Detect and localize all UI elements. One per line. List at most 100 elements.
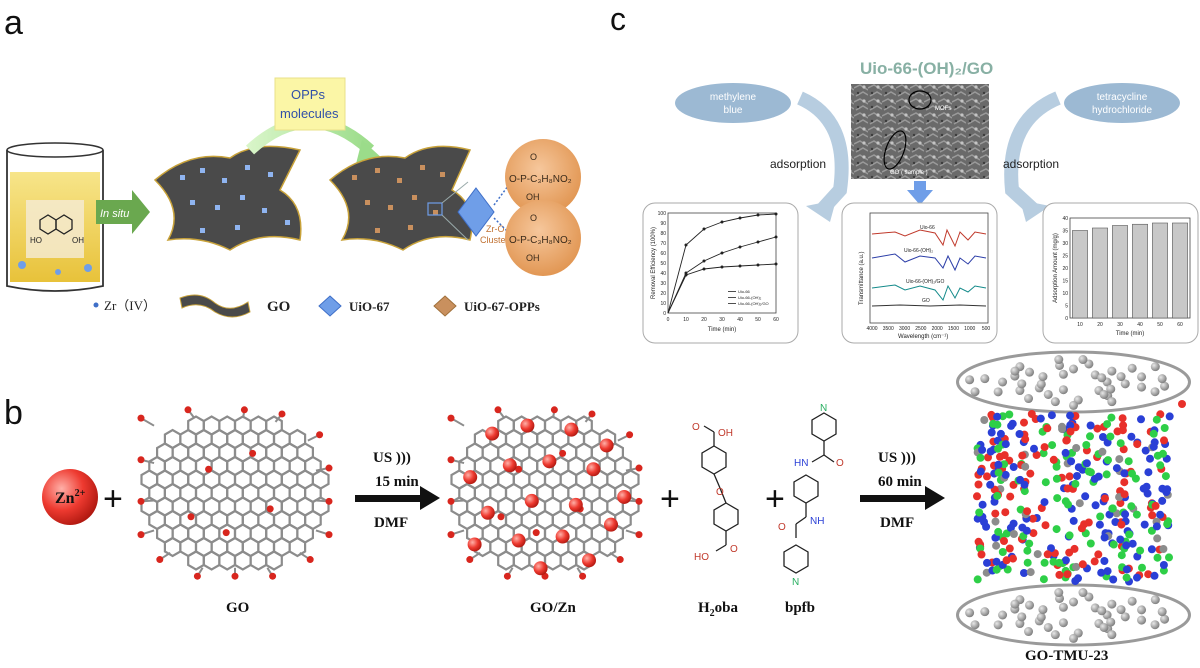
cluster-label-1: Zr-O xyxy=(486,224,505,234)
framework-atom xyxy=(1033,550,1042,559)
gozn-edge-oxygen xyxy=(494,406,502,414)
ftir-series-1 xyxy=(871,228,987,248)
gozn-edge-oxygen xyxy=(579,572,587,580)
gozn-ring xyxy=(497,550,515,571)
framework-atom xyxy=(1000,451,1009,460)
sheet-top-carbon xyxy=(1010,366,1020,376)
sem-image: MOFs GO ( sample ) xyxy=(851,84,989,179)
sheet-bottom-carbon xyxy=(1107,599,1117,609)
go-oxygen xyxy=(249,449,257,457)
arrow-left xyxy=(796,91,849,217)
framework-atom xyxy=(1036,414,1045,423)
framework-atom xyxy=(1020,480,1029,489)
sheet-bottom-carbon xyxy=(1107,630,1117,640)
step2-us: US ))) xyxy=(878,450,916,466)
ftir-tick-label: 2500 xyxy=(915,326,926,332)
h2oba-molecule xyxy=(701,425,739,552)
ftir-label-1: Uio-66 xyxy=(920,225,935,231)
framework-atom xyxy=(1069,516,1078,525)
sheet-top-carbon xyxy=(998,377,1008,387)
framework-atom xyxy=(992,557,1001,566)
framework-atom xyxy=(1082,441,1091,449)
y-tick-label: 10 xyxy=(1062,291,1068,297)
framework-atom xyxy=(1005,410,1014,419)
framework-atom xyxy=(1165,553,1173,562)
opps-molecules: OPPs molecules xyxy=(245,77,384,164)
sheet-top-carbon xyxy=(1043,389,1053,399)
zn-ion-sphere xyxy=(511,533,526,548)
chem-circle-2: O O-P-C₃H₈NO₂ OH xyxy=(505,200,581,276)
go-edge-oxygen xyxy=(316,431,324,439)
framework-atom xyxy=(1086,432,1094,441)
framework-atom xyxy=(1072,562,1081,571)
go-lattice xyxy=(137,406,333,580)
framework-atom xyxy=(1009,530,1018,538)
framework-atom xyxy=(1162,488,1171,497)
framework-atom xyxy=(1160,436,1168,445)
go-oxygen xyxy=(187,513,195,521)
framework-atom xyxy=(1006,492,1015,501)
framework-atom xyxy=(1142,482,1151,491)
zn-ion-sphere xyxy=(533,561,548,576)
framework-atom xyxy=(1153,553,1162,562)
gozn-edge-oxygen xyxy=(616,556,624,564)
sheet-bottom-carbon xyxy=(1036,612,1046,622)
y-tick-label: 0 xyxy=(1065,316,1068,322)
framework-atom xyxy=(1133,573,1141,582)
gozn-edge-oxygen xyxy=(466,556,474,564)
framework-atom xyxy=(1066,427,1075,436)
sheet-top-carbon xyxy=(1097,373,1107,383)
sheet-top-carbon xyxy=(1069,400,1078,410)
framework-atom xyxy=(1118,426,1127,435)
framework-atom xyxy=(1039,449,1048,458)
framework-atom xyxy=(1008,419,1017,428)
series-2-point xyxy=(774,235,778,239)
sheet-top-carbon xyxy=(1069,364,1078,374)
chem-circle-1: O O-P-C₃H₈NO₂ OH xyxy=(505,139,581,215)
h2oba-oh-top: OH xyxy=(718,428,733,439)
framework-atom xyxy=(1102,470,1111,479)
framework-atom xyxy=(1023,558,1032,567)
framework-atom xyxy=(1149,429,1158,438)
x-axis-label: Time (min) xyxy=(708,327,736,333)
ftir-ylabel: Transmittance (a.u.) xyxy=(859,252,865,305)
framework-atom xyxy=(1023,546,1032,555)
x-tick-label: 50 xyxy=(755,317,761,323)
framework-atom xyxy=(1028,514,1037,523)
sheet-bottom-carbon xyxy=(1137,605,1147,615)
framework-atom xyxy=(1105,510,1114,519)
y-tick-label: 70 xyxy=(660,241,666,247)
bpfb-n-top: N xyxy=(820,403,827,414)
framework-atom xyxy=(977,550,986,559)
framework-atom xyxy=(1022,526,1031,535)
sheet-bottom-carbon xyxy=(1050,630,1060,640)
sheet-top-carbon xyxy=(1038,372,1048,382)
label-bpfb: bpfb xyxy=(785,600,815,616)
framework-atom xyxy=(1086,539,1095,548)
sheet-top-carbon xyxy=(1078,355,1088,365)
zn-ion-sphere xyxy=(586,462,601,477)
sheet-top-carbon xyxy=(1106,384,1116,394)
framework-atom xyxy=(1052,474,1061,483)
framework-atom xyxy=(1040,498,1049,507)
y-tick-label: 35 xyxy=(1062,229,1068,235)
go-oxygen xyxy=(266,505,274,513)
sheet-top-carbon xyxy=(965,375,975,385)
bar-10 xyxy=(1072,230,1088,319)
gozn-ring xyxy=(559,550,578,571)
chem-oh-1: OH xyxy=(526,192,540,202)
framework-atom xyxy=(1159,566,1168,575)
framework-atom xyxy=(1052,462,1061,471)
x-tick-label: 30 xyxy=(1117,322,1123,328)
step1-arrow: US ))) 15 min DMF xyxy=(355,450,440,531)
sheet-bottom-carbon xyxy=(1017,612,1027,622)
y-tick-label: 10 xyxy=(660,301,666,307)
go-oxygen xyxy=(222,529,230,537)
panel-c-letter: c xyxy=(610,1,626,37)
adsorption-right: adsorption xyxy=(1003,157,1059,171)
series-1-point xyxy=(738,264,742,268)
framework-atom xyxy=(1066,411,1075,420)
series-3-point xyxy=(738,216,742,220)
series-2-point xyxy=(684,271,688,275)
h2oba-o-top: O xyxy=(692,422,700,433)
